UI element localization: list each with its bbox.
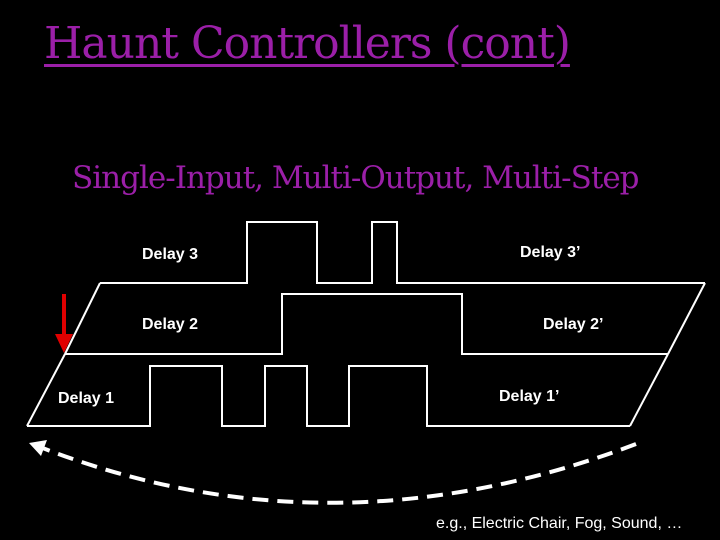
start-edge-lower — [26, 353, 66, 427]
start-edge-upper — [64, 282, 101, 355]
end-edge-lower — [629, 353, 669, 427]
waveform-delay1 — [27, 365, 630, 427]
footnote: e.g., Electric Chair, Fog, Sound, … — [436, 515, 683, 532]
label-delay3: Delay 3 — [142, 246, 199, 263]
end-edge-upper — [667, 282, 706, 355]
label-delay1: Delay 1 — [58, 390, 115, 407]
label-delay2-prime: Delay 2’ — [543, 316, 604, 333]
trigger-arrow-icon — [55, 294, 73, 353]
slide-title: Haunt Controllers (cont) — [44, 18, 571, 69]
waveform-delay3 — [100, 221, 705, 284]
waveform-delay2 — [65, 293, 668, 355]
label-delay1-prime: Delay 1’ — [499, 388, 560, 405]
slide-subtitle: Single-Input, Multi-Output, Multi-Step — [72, 160, 640, 196]
loop-back-arrow-icon — [29, 440, 637, 505]
label-delay2: Delay 2 — [142, 316, 199, 333]
label-delay3-prime: Delay 3’ — [520, 244, 581, 261]
